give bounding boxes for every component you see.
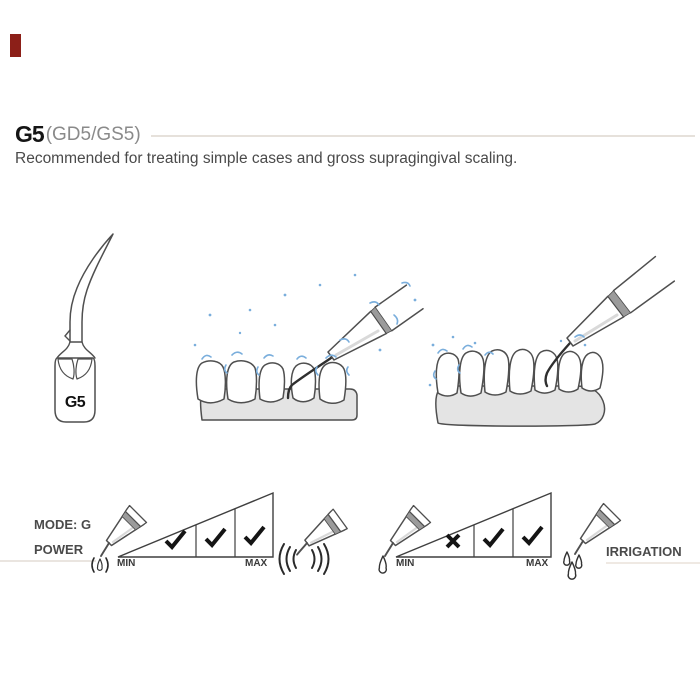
tip-variants: (GD5/GS5) [45, 124, 141, 145]
check-mark [243, 525, 266, 546]
tip-code: G5 [15, 121, 45, 147]
title-divider [150, 135, 695, 137]
mode-label: MODE: G [34, 517, 92, 532]
water-splashes [428, 334, 587, 387]
check-mark [482, 527, 505, 548]
check-mark [164, 529, 187, 550]
scaler-tip-illustration: G5 [54, 233, 114, 423]
check-mark [204, 527, 227, 548]
cross-mark [445, 533, 461, 549]
irrigation-divider [606, 562, 700, 564]
power-min-label: MIN [117, 558, 136, 569]
power-scale-marks [164, 525, 266, 550]
power-scale [117, 491, 274, 558]
handpiece-three-drops-icon [563, 502, 622, 580]
irrigation-scale-marks [445, 525, 544, 549]
handpiece-light-spray-icon [91, 504, 148, 573]
power-label: POWER [34, 542, 84, 557]
handpiece-vibration-icon [278, 503, 352, 575]
power-divider [0, 560, 96, 562]
handpiece-single-drop-icon [378, 504, 432, 574]
page-title: G5 (GD5/GS5) [15, 123, 695, 146]
side-teeth-scaling-illustration [428, 255, 676, 427]
irrigation-min-label: MIN [396, 558, 415, 569]
water-splashes [193, 273, 417, 376]
check-mark [521, 525, 544, 546]
irrigation-label: IRRIGATION [606, 544, 682, 559]
red-corner-mark [10, 34, 21, 57]
irrigation-max-label: MAX [526, 558, 549, 569]
irrigation-scale [395, 491, 552, 558]
power-max-label: MAX [245, 558, 268, 569]
tip-description: Recommended for treating simple cases an… [15, 150, 518, 167]
tip-engraved-label: G5 [65, 394, 86, 411]
front-teeth-scaling-illustration [193, 273, 424, 421]
